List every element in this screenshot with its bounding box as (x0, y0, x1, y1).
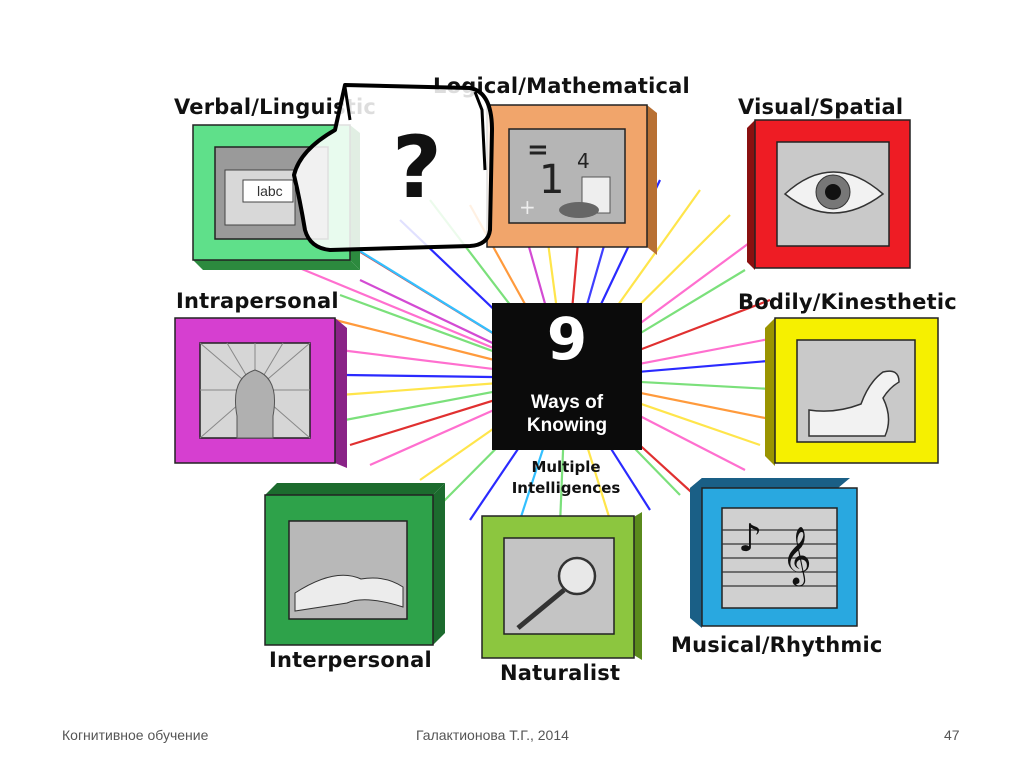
center-title-line1: Ways of (492, 391, 642, 414)
footer-page-number: 47 (944, 727, 960, 743)
box-naturalist (482, 512, 642, 660)
center-title-line2: Knowing (492, 414, 642, 437)
label-verbal-linguistic: Verbal/Linguistic (174, 95, 376, 119)
treble-clef-icon: 𝄞 (782, 526, 812, 585)
label-interpersonal: Interpersonal (269, 648, 432, 672)
subtitle-line1: Multiple (496, 457, 636, 478)
label-naturalist: Naturalist (500, 661, 620, 685)
math-one: 1 (539, 157, 564, 203)
label-bodily-kinesthetic: Bodily/Kinesthetic (738, 290, 957, 314)
question-mark: ? (392, 118, 442, 218)
subtitle-line2: Intelligences (496, 478, 636, 499)
label-musical-rhythmic: Musical/Rhythmic (671, 633, 883, 657)
center-title: Ways of Knowing (492, 391, 642, 437)
center-number: 9 (492, 305, 642, 373)
center-box: 9 Ways of Knowing (492, 303, 642, 450)
footer-author: Галактионова Т.Г., 2014 (416, 727, 569, 743)
box-bodily-kinesthetic (765, 318, 940, 466)
label-visual-spatial: Visual/Spatial (738, 95, 903, 119)
math-four: 4 (577, 149, 590, 173)
box-logical-mathematical: = 1 4 + (487, 105, 657, 255)
math-plus: + (519, 195, 536, 219)
box-verbal-linguistic: labc (185, 125, 360, 270)
footer-course-title: Когнитивное обучение (62, 727, 208, 743)
book-text: labc (257, 183, 283, 199)
box-interpersonal (265, 483, 445, 645)
label-logical-mathematical: Logical/Mathematical (433, 74, 690, 98)
subtitle-multiple-intelligences: Multiple Intelligences (496, 457, 636, 499)
music-note-icon: ♪ (738, 516, 762, 560)
box-visual-spatial (737, 120, 912, 270)
box-musical-rhythmic: ♪ 𝄞 (690, 478, 860, 628)
box-intrapersonal (175, 318, 350, 468)
label-intrapersonal: Intrapersonal (176, 289, 339, 313)
